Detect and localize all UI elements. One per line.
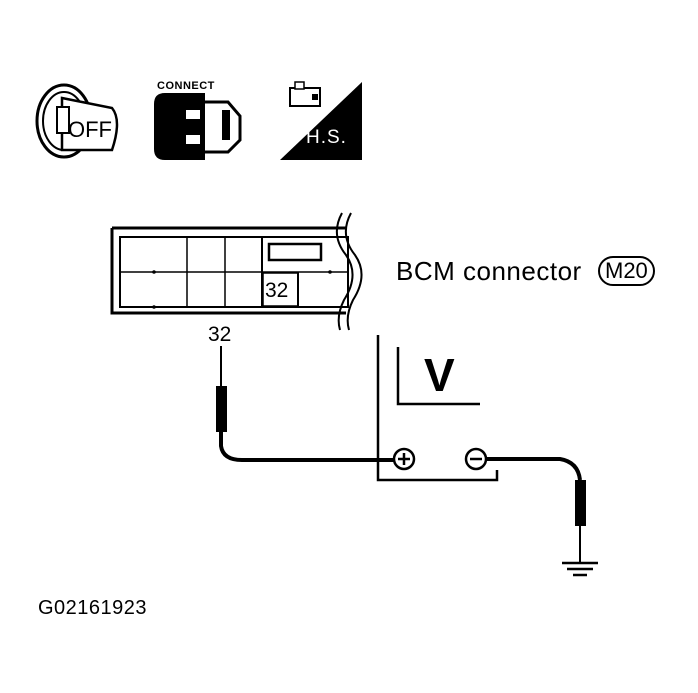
connector-code-badge: M20 bbox=[598, 256, 655, 286]
harness-side-icon bbox=[280, 81, 362, 160]
figure-id: G02161923 bbox=[38, 597, 148, 619]
svg-text:OFF: OFF bbox=[68, 117, 112, 142]
connect-label: CONNECT bbox=[157, 80, 215, 92]
bcm-connector bbox=[110, 212, 363, 331]
ignition-switch-off-icon: OFF bbox=[35, 83, 119, 159]
ground-icon bbox=[562, 561, 598, 577]
connector-connect-icon bbox=[154, 93, 242, 160]
pin-number-probe: 32 bbox=[208, 323, 232, 346]
voltmeter-unit: V bbox=[424, 349, 455, 401]
negative-probe bbox=[486, 457, 586, 563]
pin-number-in-connector: 32 bbox=[265, 279, 289, 302]
harness-side-label: H.S. bbox=[306, 127, 347, 148]
bcm-connector-label: BCM connector bbox=[396, 256, 582, 286]
positive-probe bbox=[216, 346, 394, 462]
